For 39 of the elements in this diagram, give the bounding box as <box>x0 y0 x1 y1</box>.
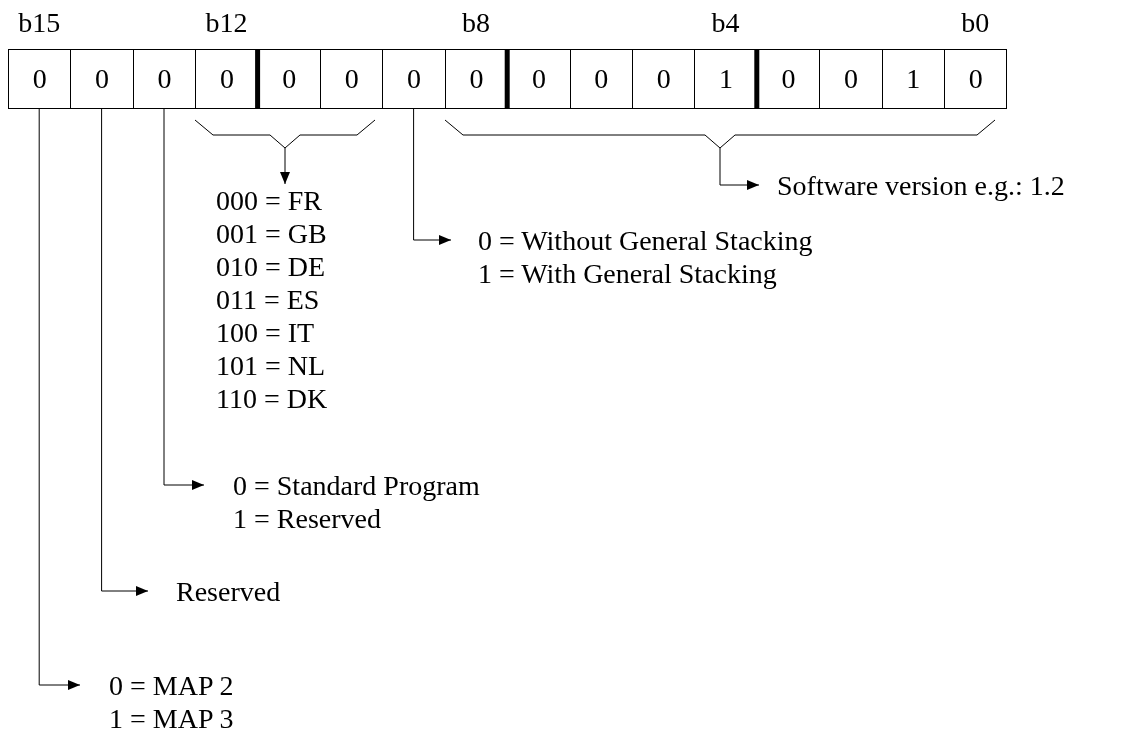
bit-cell: 0 <box>257 49 321 109</box>
bit-description: 100 = IT <box>216 316 315 349</box>
bit-label: b0 <box>961 6 990 40</box>
bit-description: 011 = ES <box>216 283 320 316</box>
bit-description: 101 = NL <box>216 349 326 382</box>
bit-description: Reserved <box>176 574 281 608</box>
arrow <box>38 108 81 690</box>
bit-description: 0 = Without General Stacking <box>478 223 813 257</box>
bit-cell: 0 <box>382 49 446 109</box>
bit-label: b4 <box>711 6 740 40</box>
bit-description: 1 = With General Stacking <box>478 256 777 290</box>
bit-description: 110 = DK <box>216 382 328 415</box>
bit-description: 001 = GB <box>216 217 327 250</box>
bit-cell: 0 <box>944 49 1008 109</box>
arrow <box>163 108 205 490</box>
bit-cell: 0 <box>70 49 134 109</box>
bit-label: b8 <box>462 6 490 40</box>
bit-cell: 1 <box>881 49 945 109</box>
bit-cell: 0 <box>507 49 571 109</box>
bit-description: 010 = DE <box>216 250 326 283</box>
bit-description: 1 = Reserved <box>233 501 381 535</box>
bit-cell: 0 <box>320 49 384 109</box>
arrow <box>101 108 149 596</box>
arrow <box>413 108 452 245</box>
bit-cell: 0 <box>632 49 696 109</box>
arrow <box>719 147 760 190</box>
bit-label: b15 <box>18 6 61 40</box>
bit-description: 000 = FR <box>216 184 323 217</box>
bit-cell: 0 <box>756 49 821 109</box>
bit-cell: 0 <box>569 49 633 109</box>
bit-description: 0 = MAP 2 <box>109 668 234 702</box>
bit-cell: 0 <box>819 49 883 109</box>
bit-cell: 0 <box>8 49 72 109</box>
bit-label: b12 <box>205 6 248 40</box>
bit-description: 0 = Standard Program <box>233 468 480 502</box>
bit-cell: 0 <box>132 49 197 109</box>
bit-description: Software version e.g.: 1.2 <box>777 168 1065 202</box>
bit-description: 1 = MAP 3 <box>109 701 234 735</box>
arrow <box>280 147 290 185</box>
